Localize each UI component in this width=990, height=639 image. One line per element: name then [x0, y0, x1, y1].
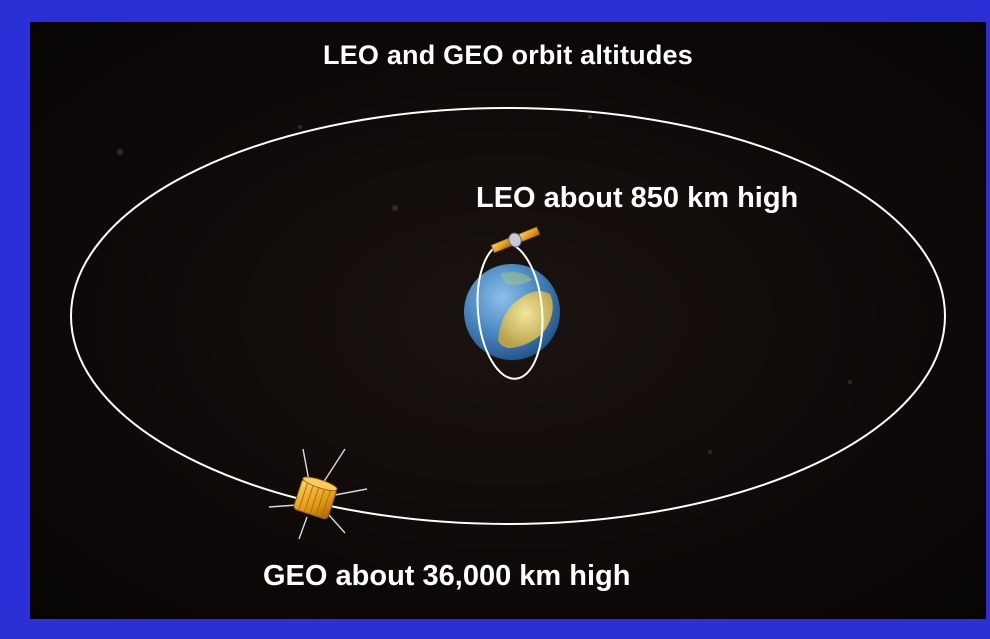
diagram-panel: LEO and GEO orbit altitudes LEO about 85…: [30, 22, 986, 619]
leo-satellite-icon: [490, 226, 541, 254]
earth-icon: [464, 264, 560, 360]
diagram-title: LEO and GEO orbit altitudes: [323, 40, 693, 70]
leo-altitude-label: LEO about 850 km high: [476, 182, 799, 214]
geo-orbit-path: [70, 107, 946, 525]
space-background: LEO and GEO orbit altitudes LEO about 85…: [30, 22, 986, 619]
geo-satellite-icon: [268, 448, 368, 540]
space-dust: [117, 115, 852, 454]
orbit-diagram: [70, 107, 946, 540]
geo-altitude-label: GEO about 36,000 km high: [263, 560, 631, 592]
frame-bottom-strip: [30, 619, 986, 639]
